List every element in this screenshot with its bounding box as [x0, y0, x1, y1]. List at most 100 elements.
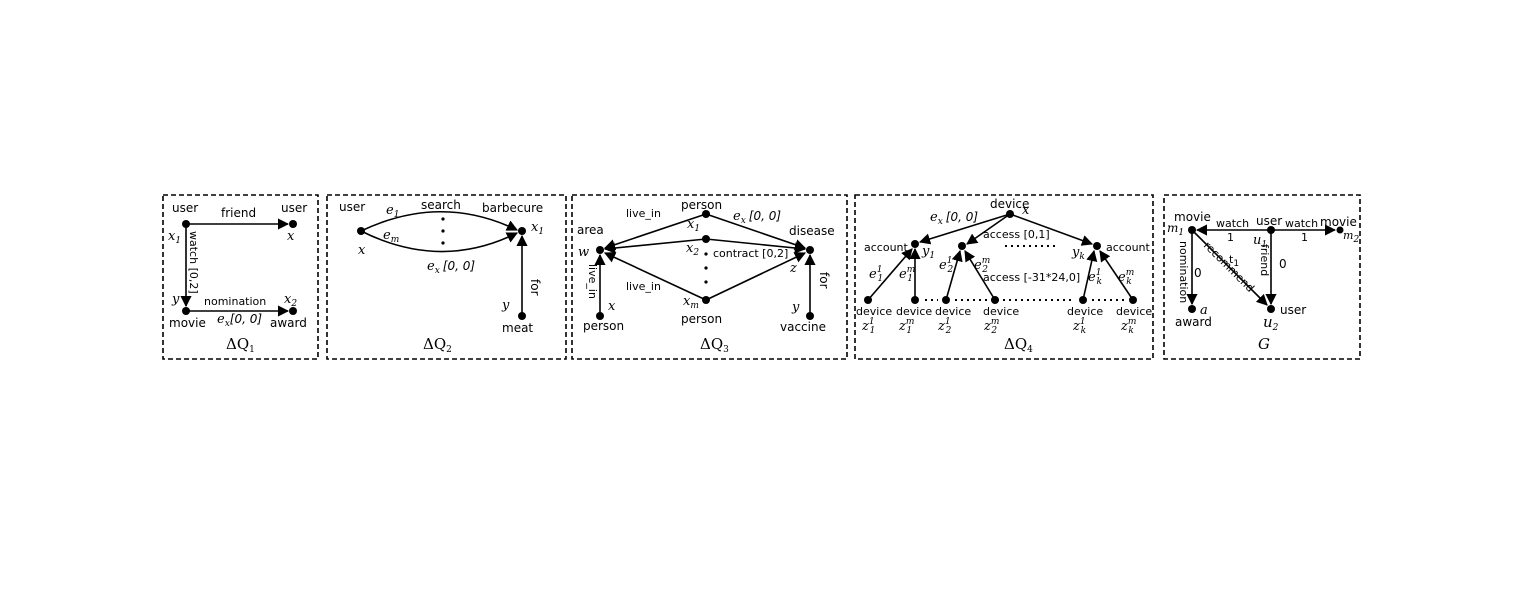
panel-g-border: [1163, 194, 1361, 360]
label-m1: m1: [1167, 221, 1184, 238]
ellipsis-dot: [704, 252, 708, 256]
edge-zk1-yk: [1082, 249, 1098, 301]
node-a: [1188, 305, 1196, 313]
label-nomination: nomination: [1177, 241, 1190, 303]
label-watch: watch [0,2]: [187, 231, 200, 294]
label-y1: y1: [921, 244, 935, 261]
label-user: user: [339, 200, 365, 214]
label-x: x: [1022, 203, 1030, 218]
label-m2: m2: [1343, 229, 1359, 245]
label-watch-right: watch: [1285, 217, 1318, 230]
label-device-z21: device: [935, 305, 971, 318]
panel-dq3: person live_in x1 ex[0, 0] area disease …: [571, 194, 848, 360]
label-for: for: [817, 272, 831, 289]
edge-z11-y1: [867, 248, 913, 301]
node-y2: [958, 242, 966, 250]
label-user-right: user: [281, 201, 307, 215]
caption-dq2: ΔQ2: [423, 335, 452, 355]
label-w: w: [578, 245, 589, 260]
label-area: area: [577, 223, 604, 237]
label-u1: u1: [1253, 233, 1267, 250]
label-live-in-top: live_in: [626, 207, 661, 220]
label-ex: ex[0, 0]: [930, 210, 978, 227]
label-vaccine: vaccine: [780, 320, 826, 334]
label-device-zk1: device: [1067, 305, 1103, 318]
label-z: z: [789, 261, 797, 276]
edge-x-yk: [1009, 213, 1094, 246]
label-x1: x1: [531, 220, 544, 237]
label-user-bottom: user: [1280, 303, 1306, 317]
label-barbecure: barbecure: [482, 201, 543, 215]
label-friend: friend: [221, 206, 256, 220]
node-u2: [1267, 305, 1275, 313]
label-x: x: [358, 243, 366, 258]
label-device-top: device: [990, 197, 1029, 211]
label-ex: ex[0, 0]: [733, 209, 781, 226]
edge-recommend: [1191, 229, 1268, 306]
panel-dq2: user e1 search barbecure x1 em x ex[0, 0…: [326, 194, 567, 360]
ellipsis-dot: [441, 217, 445, 221]
panel-dq1-border: [162, 194, 319, 360]
label-person-left: person: [583, 319, 624, 333]
label-live-in-left: live_in: [586, 264, 599, 299]
label-a: a: [1200, 303, 1208, 318]
label-x: x: [287, 229, 295, 244]
label-yk: yk: [1071, 245, 1085, 262]
label-person-top: person: [681, 198, 722, 212]
node-x: [289, 220, 297, 228]
label-x: x: [608, 299, 616, 314]
edge-em: [360, 230, 519, 253]
edge-e1: [360, 211, 519, 232]
panel-dq2-border: [326, 194, 567, 360]
label-device-z11: device: [856, 305, 892, 318]
label-y: y: [791, 300, 800, 315]
caption-g: G: [1258, 335, 1270, 353]
label-award: award: [1175, 315, 1212, 329]
node-x1: [518, 227, 526, 235]
label-contract: contract [0,2]: [713, 247, 788, 260]
edge-x-y2: [966, 213, 1011, 245]
label-x1: x1: [168, 229, 181, 246]
label-friend: friend: [1258, 244, 1271, 276]
edge-live-in-mid: [603, 252, 707, 301]
label-meat: meat: [502, 321, 533, 335]
ellipsis-dot: [704, 266, 708, 270]
label-one-left: 1: [1227, 231, 1234, 244]
edge-live-in-x2: [603, 238, 707, 254]
panel-dq4-border: [854, 194, 1154, 360]
label-device-z1m: device: [896, 305, 932, 318]
label-zero-right: 0: [1279, 257, 1287, 271]
panel-dq4: device x ex[0, 0] account y1 access [0,1…: [854, 194, 1154, 360]
edge-z2m-y2: [964, 250, 996, 301]
label-ex-range: ex[0, 0]: [217, 312, 262, 329]
label-t1: t1: [1229, 253, 1239, 269]
label-user-left: user: [172, 201, 198, 215]
label-access-big: access [-31*24,0]: [983, 271, 1080, 284]
label-x2: x2: [284, 292, 297, 309]
caption-dq3: ΔQ3: [700, 335, 729, 355]
edge-z21-y2: [945, 249, 963, 301]
label-account-right: account: [1106, 241, 1151, 254]
label-user-top: user: [1256, 214, 1282, 228]
label-for: for: [528, 279, 542, 296]
label-award: award: [270, 316, 307, 330]
label-xm: xm: [683, 294, 699, 311]
ellipsis-dot: [441, 241, 445, 245]
label-x2: x2: [686, 241, 699, 258]
caption-dq1: ΔQ1: [226, 335, 255, 355]
label-live-in-mid: live_in: [626, 280, 661, 293]
label-account-left: account: [864, 241, 909, 254]
label-search: search: [421, 198, 461, 212]
label-movie-right: movie: [1320, 215, 1357, 229]
label-disease: disease: [789, 224, 835, 238]
label-zero-left: 0: [1194, 266, 1202, 280]
label-nomination: nomination: [204, 295, 266, 308]
